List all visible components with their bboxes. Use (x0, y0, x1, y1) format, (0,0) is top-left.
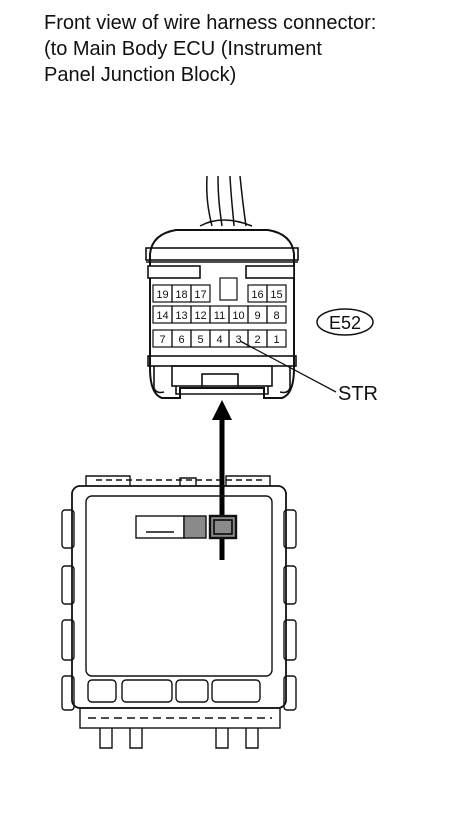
pin-label: 12 (194, 310, 206, 322)
pin-numbers: 19 18 17 16 15 14 13 12 11 10 9 8 7 6 5 … (156, 289, 282, 346)
socket-gray (183, 515, 207, 539)
pin-label: 5 (197, 334, 203, 346)
pin-label: 15 (270, 289, 282, 301)
pin-label: 2 (254, 334, 260, 346)
caption-line-1: Front view of wire harness connector: (44, 12, 377, 34)
pin-label: 10 (232, 310, 244, 322)
pin-label: 19 (156, 289, 168, 301)
pin-label: 7 (159, 334, 165, 346)
pin-label: 16 (251, 289, 263, 301)
pin-label: 1 (273, 334, 279, 346)
caption-line-2: (to Main Body ECU (Instrument (44, 38, 322, 60)
socket-empty (135, 515, 185, 539)
blank-pin-cell (219, 277, 238, 301)
pin-label: 9 (254, 310, 260, 322)
str-callout: STR (239, 340, 378, 405)
pin-label: 13 (175, 310, 187, 322)
pin-label: 11 (214, 310, 225, 322)
connector-code: E52 (329, 313, 361, 333)
callout-label: STR (338, 383, 378, 405)
wire-bundle (199, 175, 253, 227)
pin-label: 18 (175, 289, 187, 301)
caption: Front view of wire harness connector: (t… (44, 10, 464, 88)
pin-label: 8 (273, 310, 279, 322)
pin-label: 6 (178, 334, 184, 346)
pin-label: 17 (194, 289, 206, 301)
pin-label: 14 (156, 310, 168, 322)
connector-code-badge: E52 (316, 308, 374, 336)
socket-target (208, 514, 238, 540)
junction-block (61, 475, 297, 749)
caption-line-3: Panel Junction Block) (44, 64, 237, 86)
pin-label: 3 (235, 334, 241, 346)
pin-label: 4 (216, 334, 222, 346)
connector-housing (145, 229, 299, 399)
pin-grid (152, 277, 287, 348)
